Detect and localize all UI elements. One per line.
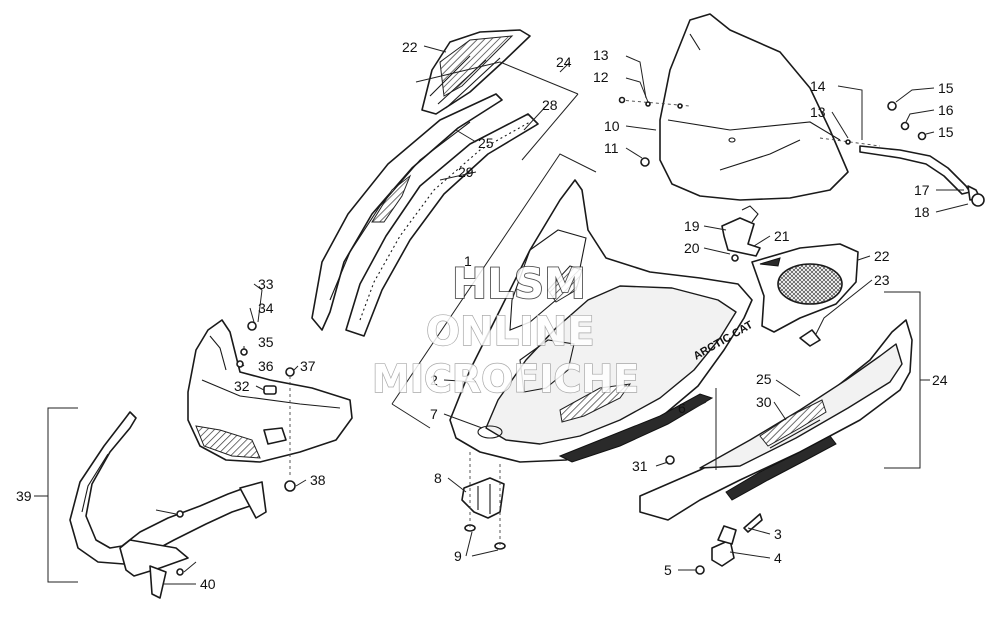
callout-29: 31 [632, 458, 648, 474]
leader-lines [155, 45, 969, 585]
callout-13-right: 13 [810, 104, 826, 120]
callout-25-left: 25 [478, 135, 494, 151]
callout-4: 4 [774, 550, 782, 566]
callout-3: 3 [774, 526, 782, 542]
callout-37: 39 [16, 488, 32, 504]
watermark-line-1: HLSM [452, 259, 586, 308]
callout-6: 6 [678, 400, 686, 416]
callout-5: 5 [664, 562, 672, 578]
callout-30: 32 [234, 378, 250, 394]
part-22-upper-cap [421, 29, 531, 115]
watermark-line-3: MICROFICHE [372, 357, 639, 401]
callout-23: 23 [874, 272, 890, 288]
callout-1: 1 [464, 253, 472, 269]
callout-27: 29 [458, 164, 474, 180]
callout-26: 28 [542, 97, 558, 113]
callout-38: 40 [200, 576, 216, 592]
callout-28: 30 [756, 394, 772, 410]
part-22-vent-panel [751, 243, 859, 333]
watermark-line-2: ONLINE [426, 309, 595, 355]
callout-labels: 22 24 28 25 29 1 13 12 10 11 14 13 15 16… [16, 39, 954, 592]
callout-9: 9 [454, 548, 462, 564]
callout-35: 37 [300, 358, 316, 374]
group-bracket-37 [34, 407, 78, 583]
callout-10: 10 [604, 118, 620, 134]
part-10-windshield [659, 13, 849, 201]
part-26-27-trim-strip [345, 113, 539, 337]
callout-14: 14 [810, 78, 826, 94]
watermark: HLSM ONLINE MICROFICHE [371, 258, 640, 402]
callout-20: 20 [684, 240, 700, 256]
callout-13-left: 13 [593, 47, 609, 63]
callout-31: 33 [258, 276, 274, 292]
part-37-bumper [69, 411, 267, 599]
callout-2: 2 [430, 372, 438, 388]
part-1-hood: ARCTIC CAT [449, 179, 755, 463]
group-box-1 [391, 153, 597, 429]
callout-18: 18 [914, 204, 930, 220]
callout-25-right: 25 [756, 371, 772, 387]
callout-33: 35 [258, 334, 274, 350]
part-14-18-mirror-rod [859, 101, 985, 207]
part-19-21-mount [721, 205, 761, 262]
callout-36: 38 [310, 472, 326, 488]
callout-16: 16 [938, 102, 954, 118]
part-25-side-rail-left [311, 93, 503, 331]
group-box-24-upper [415, 61, 579, 161]
group-box-24-right [715, 291, 930, 470]
callout-7: 7 [430, 406, 438, 422]
callout-24-top: 24 [556, 54, 572, 70]
callout-32: 34 [258, 300, 274, 316]
callout-11: 11 [604, 140, 619, 156]
part-24-side-panel [639, 319, 913, 521]
callout-19: 19 [684, 218, 700, 234]
part-8-9-hinge [461, 452, 506, 550]
callout-21: 21 [774, 228, 790, 244]
callout-17: 17 [914, 182, 930, 198]
windshield-fasteners [618, 96, 881, 167]
nose-fasteners [236, 321, 296, 492]
callout-15-top: 15 [938, 80, 954, 96]
callout-12: 12 [593, 69, 609, 85]
callout-8: 8 [434, 470, 442, 486]
callout-34: 36 [258, 358, 274, 374]
callout-22-right: 22 [874, 248, 890, 264]
callout-22-top: 22 [402, 39, 418, 55]
part-3-5-bracket [695, 513, 763, 575]
callout-24-right: 24 [932, 372, 948, 388]
callout-15-bottom: 15 [938, 124, 954, 140]
